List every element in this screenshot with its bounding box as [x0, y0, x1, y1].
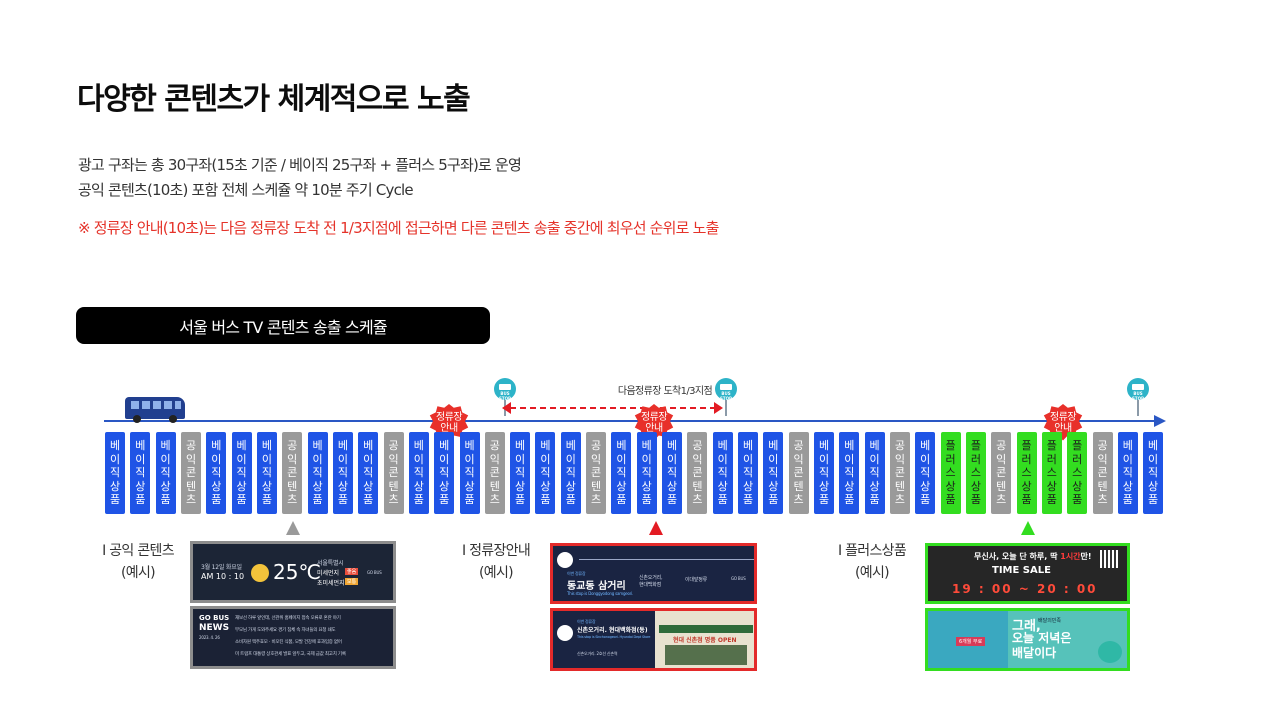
bus-stop-icon: BUS STOP: [714, 378, 738, 416]
advertisement-panel: 현대 신촌점 명품 OPEN: [655, 611, 754, 668]
arrow-right-icon: [1154, 415, 1166, 427]
triangle-up-icon: [286, 521, 300, 535]
sample-news: GO BUS NEWS 2023. 4. 26 재보선 하루 앞인데, 선관위 …: [190, 606, 396, 669]
triangle-up-icon: [649, 521, 663, 535]
bus-icon: [557, 552, 573, 568]
broadcast-timeline: BUS STOP BUS STOP BUS STOP 다음정류장 도착1/3지점…: [0, 370, 1266, 530]
sample-weather: 3월 12일 화요일 AM 10 : 10 25℃ 서울특별시 미세먼지 초미세…: [190, 541, 396, 603]
distance-range: [510, 407, 716, 409]
category-public: I 공익 콘텐츠(예시): [102, 543, 175, 581]
sample-stop-info-1: 이번 정류장 동교동 삼거리 This stop is Donggyodong …: [550, 543, 757, 604]
distance-label: 다음정류장 도착1/3지점: [617, 386, 713, 397]
arrow-right-icon: [714, 402, 723, 414]
bus-icon: [125, 397, 185, 423]
schedule-title: 서울 버스 TV 콘텐츠 송출 스케쥴: [76, 307, 490, 344]
arrow-left-icon: [502, 402, 511, 414]
category-plus: I 플러스상품(예시): [837, 543, 907, 581]
category-stop-info: I 정류장안내(예시): [461, 543, 531, 581]
scooter-icon: [1098, 641, 1122, 663]
bus-icon: [557, 625, 573, 641]
sample-stop-info-2: 이번 정류장 신촌오거리. 현대백화점(동) This stop is Sinc…: [550, 608, 757, 671]
bus-stop-icon: BUS STOP: [1126, 378, 1150, 416]
description-line-1: 광고 구좌는 총 30구좌(15초 기준 / 베이직 25구좌 + 플러스 5구…: [78, 156, 522, 174]
page-title: 다양한 콘텐츠가 체계적으로 노출: [77, 82, 471, 117]
description-line-2: 공익 콘텐츠(10초) 포함 전체 스케쥴 약 10분 주기 Cycle: [78, 181, 414, 199]
sample-time-sale: 무신사, 오늘 단 하루, 딱 1시간만! TIME SALE 19 : 00 …: [925, 543, 1130, 604]
sale-headline: 무신사, 오늘 단 하루, 딱 1시간만!: [974, 552, 1092, 561]
qr-code-icon: [1100, 550, 1118, 568]
stop-notice: ※ 정류장 안내(10초)는 다음 정류장 도착 전 1/3지점에 접근하면 다…: [78, 219, 719, 237]
sun-icon: [251, 564, 269, 582]
sample-delivery: 6개월 무료 배달의민족 그래, 오늘 저녁은 배달이다: [925, 608, 1130, 671]
triangle-up-icon: [1021, 521, 1035, 535]
timeline-axis: [104, 420, 1156, 422]
